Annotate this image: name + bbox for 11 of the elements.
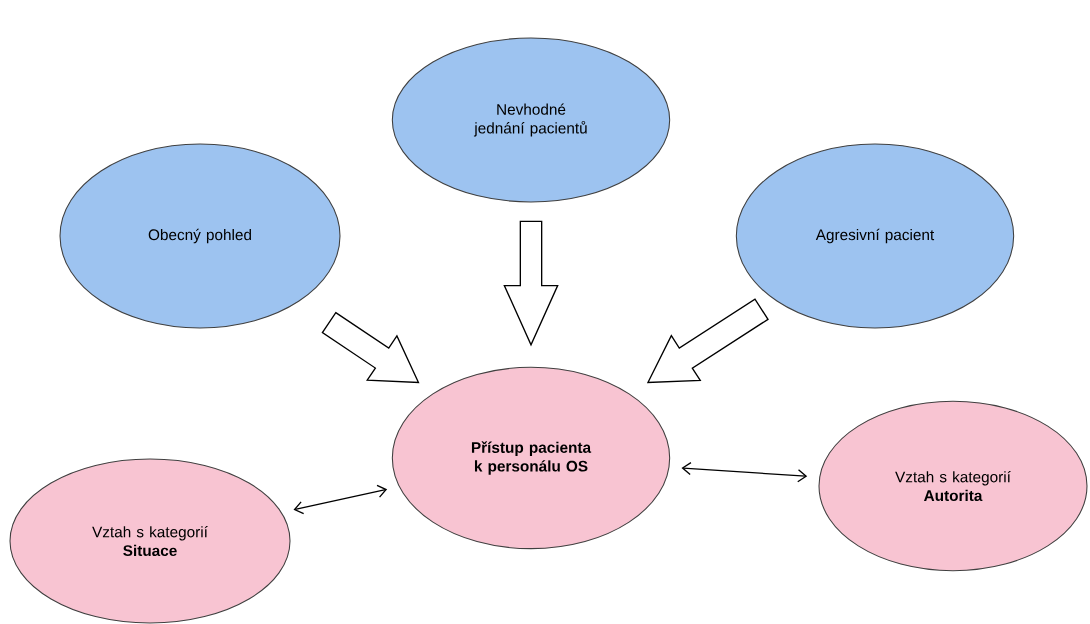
ellipse-node: Vztah s kategorií Situace	[9, 458, 291, 624]
double-arrow	[293, 484, 388, 515]
ellipse-node: Agresivní pacient	[735, 143, 1015, 329]
ellipse-node: Nevhodné jednání pacientů	[391, 37, 671, 203]
double-arrow	[681, 461, 808, 483]
ellipse-node: Obecný pohled	[59, 143, 341, 329]
ellipse-node: Vztah s kategorií Autorita	[818, 400, 1088, 572]
block-arrow	[646, 298, 769, 384]
block-arrow	[321, 311, 420, 384]
block-arrow	[503, 220, 559, 347]
ellipse-node: Přístup pacienta k personálu OS	[391, 366, 671, 550]
